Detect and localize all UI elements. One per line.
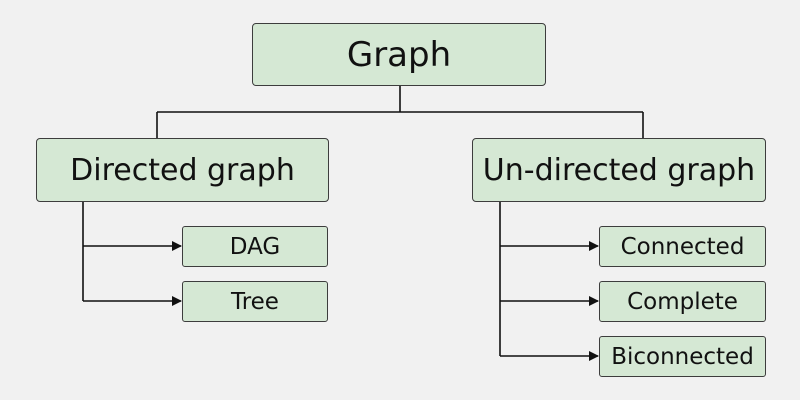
node-tree: Tree: [182, 281, 328, 322]
node-directed-graph: Directed graph: [36, 138, 329, 202]
node-biconnected: Biconnected: [599, 336, 766, 377]
node-graph: Graph: [252, 23, 546, 86]
node-dag: DAG: [182, 226, 328, 267]
node-complete: Complete: [599, 281, 766, 322]
node-connected: Connected: [599, 226, 766, 267]
node-undirected-graph: Un-directed graph: [472, 138, 766, 202]
